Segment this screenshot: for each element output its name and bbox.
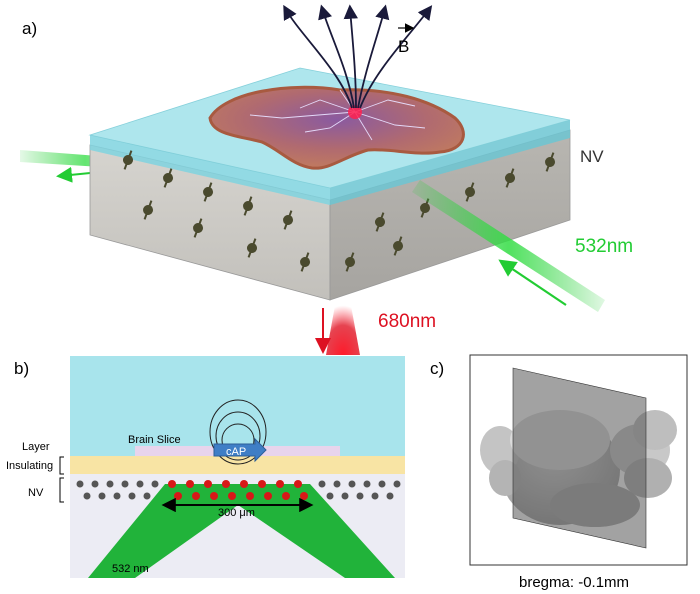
water-layer-side bbox=[330, 120, 570, 205]
width-measure: 300 μm bbox=[161, 497, 314, 519]
field-label: B bbox=[398, 23, 415, 56]
magnetic-field-lines bbox=[283, 4, 433, 109]
nv-spins-row bbox=[76, 480, 401, 500]
field-loops bbox=[209, 399, 267, 465]
panel-a-label: a) bbox=[22, 19, 37, 38]
panel-b-label: b) bbox=[14, 359, 29, 378]
red-emission bbox=[315, 300, 360, 355]
laser-in-label: 532nm bbox=[575, 236, 633, 257]
nv-centers-side bbox=[345, 152, 555, 272]
insulating-label: Insulating bbox=[6, 460, 53, 472]
nv-label-b: NV bbox=[28, 487, 44, 499]
svg-text:B: B bbox=[398, 37, 409, 56]
water-region bbox=[70, 356, 405, 456]
brain-slice-label: Brain Slice bbox=[128, 434, 181, 446]
nv-centers-front bbox=[123, 150, 310, 272]
layer-brackets bbox=[59, 456, 64, 503]
coronal-plane bbox=[513, 368, 646, 548]
svg-text:300 μm: 300 μm bbox=[218, 507, 255, 519]
nv-label: NV bbox=[580, 147, 604, 166]
plane-edge bbox=[512, 367, 647, 549]
panel-b: b) cAP 300 μm bbox=[6, 356, 405, 578]
panel-c: c) bregma: -0.1mm bbox=[430, 354, 688, 591]
laser-label-b: 532 nm bbox=[112, 563, 149, 575]
green-beam-right bbox=[412, 180, 605, 312]
water-layer-front bbox=[90, 135, 330, 205]
layer-label: Layer bbox=[22, 441, 50, 453]
panel-c-label: c) bbox=[430, 359, 444, 378]
cap-arrow: cAP bbox=[213, 437, 267, 463]
bregma-caption: bregma: -0.1mm bbox=[519, 574, 629, 591]
laser-out-label: 680nm bbox=[378, 311, 436, 332]
brain-slice bbox=[208, 85, 465, 170]
panel-a: a) bbox=[20, 4, 633, 355]
cap-label: cAP bbox=[226, 446, 246, 458]
insulating-layer bbox=[70, 456, 405, 474]
